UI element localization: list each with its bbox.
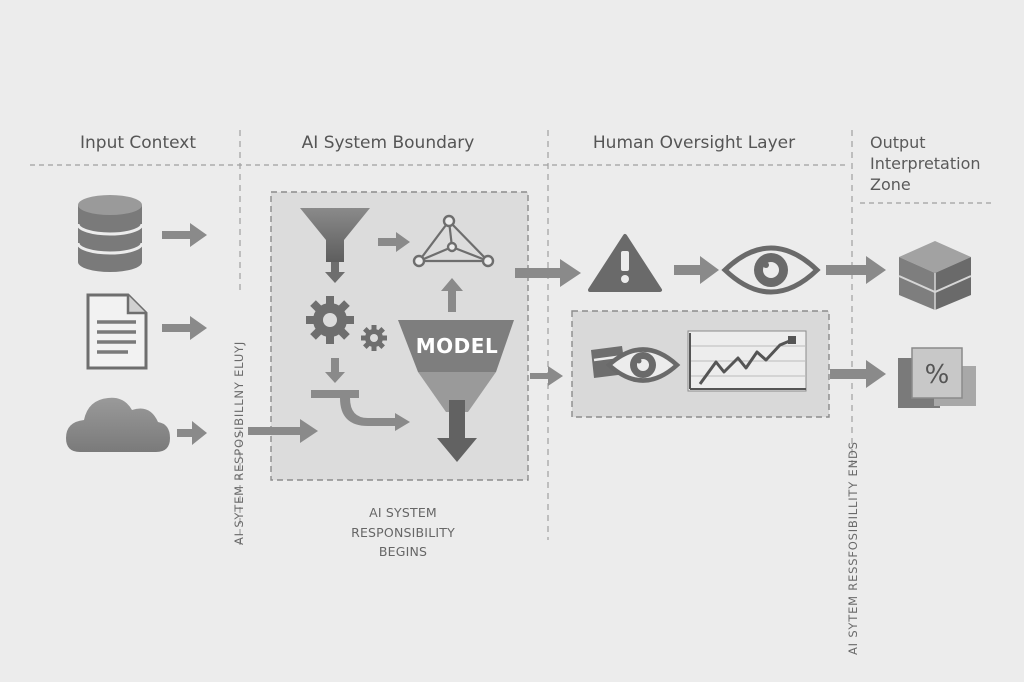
- box-icon: [898, 241, 972, 310]
- percent-card-icon: %: [898, 347, 976, 408]
- model-to-graph-arrow: [441, 278, 463, 312]
- svg-text:BEGINS: BEGINS: [379, 544, 427, 559]
- vertical-label-right: AI SYTEM RESSFOSIBILLITY ENDS: [846, 441, 860, 655]
- header-output-line-3: Zone: [870, 175, 911, 194]
- header-ai-system-boundary: AI System Boundary: [302, 133, 475, 153]
- cloud-icon: [66, 397, 170, 452]
- warning-to-eye-arrow: [674, 256, 719, 284]
- input-arrows: [162, 223, 318, 445]
- header-input-context: Input Context: [80, 133, 196, 153]
- oversight-eye-icon: [605, 347, 681, 383]
- gears-down-arrow: [325, 358, 345, 383]
- header-human-oversight-layer: Human Oversight Layer: [593, 133, 795, 153]
- svg-text:AI SYSTEM: AI SYSTEM: [369, 505, 437, 520]
- header-output-line-2: Interpretation: [870, 154, 981, 173]
- document-icon: [86, 293, 148, 370]
- svg-text:RESPONSIBILITY: RESPONSIBILITY: [351, 525, 455, 540]
- responsibility-begins-label: AI SYSTEM RESPONSIBILITY BEGINS: [351, 505, 455, 559]
- warning-icon: [588, 234, 662, 292]
- model-label: MODEL: [416, 334, 498, 358]
- pipe-icon: [311, 390, 410, 431]
- column-dividers: [239, 130, 853, 545]
- vertical-label-left: AI SYTEM RESPOSIBILLNY ELUYJ: [232, 341, 246, 545]
- funnel-to-graph-arrow: [378, 232, 410, 252]
- funnel-icon: [300, 208, 370, 283]
- percent-symbol: %: [925, 360, 950, 390]
- eye-icon: [721, 245, 821, 295]
- model-funnel-icon: [398, 320, 514, 462]
- oversight-to-output-arrows: [826, 256, 886, 388]
- gears-icon: [306, 296, 387, 351]
- database-icon: [76, 195, 144, 272]
- header-output-line-1: Output: [870, 133, 926, 152]
- header-underlines: [30, 164, 995, 204]
- network-graph-icon: [412, 214, 495, 268]
- boundary-to-oversight-arrows: [515, 259, 581, 386]
- line-chart-icon: [687, 330, 807, 392]
